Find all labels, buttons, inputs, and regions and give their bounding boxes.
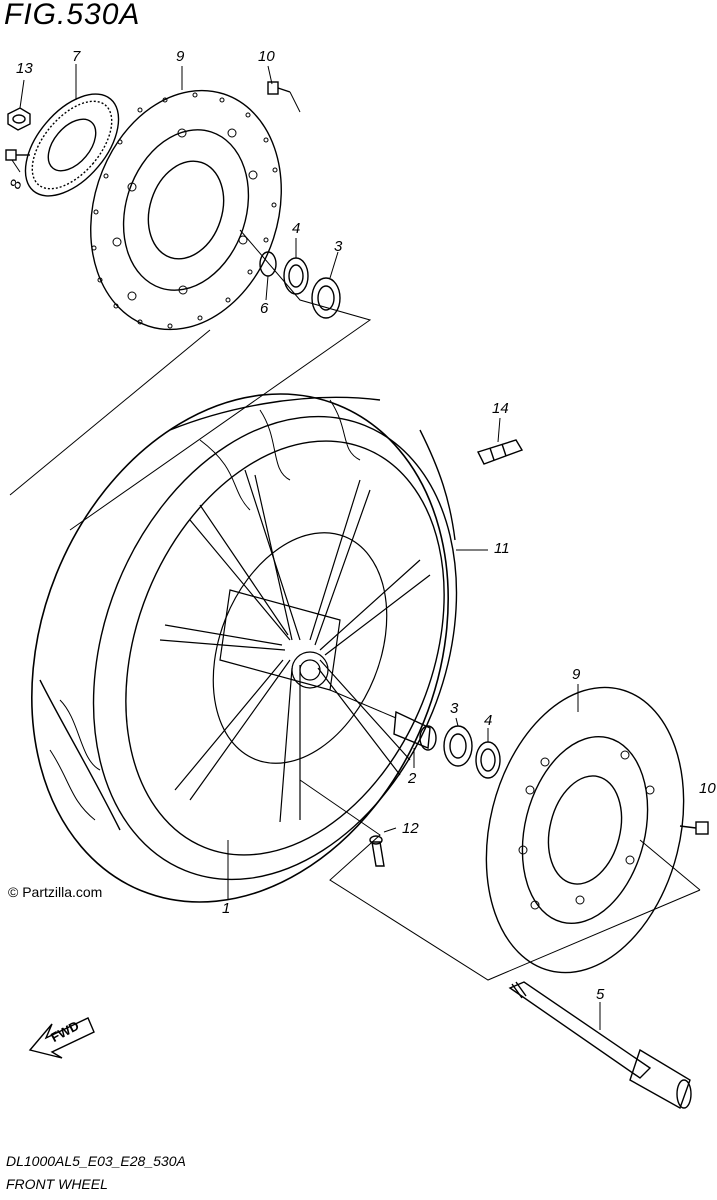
callout-14[interactable]: 14 bbox=[492, 400, 509, 417]
figure-name: FRONT WHEEL bbox=[6, 1176, 108, 1192]
guide-lines bbox=[9, 91, 372, 531]
nut-13 bbox=[7, 107, 31, 131]
callout-6[interactable]: 6 bbox=[260, 300, 269, 317]
callout-10[interactable]: 10 bbox=[258, 48, 275, 65]
wheel-rim-spokes bbox=[159, 469, 431, 823]
upper-brake-disc bbox=[90, 89, 282, 331]
bolt-10-upper bbox=[267, 81, 291, 95]
callout-9-lower[interactable]: 9 bbox=[572, 666, 581, 683]
figure-title: FIG.530A bbox=[4, 0, 141, 31]
watermark: © Partzilla.com bbox=[8, 884, 103, 900]
callout-13[interactable]: 13 bbox=[16, 60, 33, 77]
callout-4-lower[interactable]: 4 bbox=[484, 712, 493, 729]
lower-guide-lines bbox=[299, 779, 701, 981]
lower-brake-disc bbox=[485, 686, 685, 974]
front-axle-5 bbox=[508, 981, 692, 1110]
callout-3[interactable]: 3 bbox=[334, 238, 343, 255]
callout-12[interactable]: 12 bbox=[402, 820, 419, 837]
callout-7[interactable]: 7 bbox=[72, 48, 81, 65]
valve-12 bbox=[369, 835, 385, 867]
bolt-8 bbox=[5, 149, 30, 161]
callout-4[interactable]: 4 bbox=[292, 220, 301, 237]
callout-2[interactable]: 2 bbox=[408, 770, 417, 787]
callout-3-lower[interactable]: 3 bbox=[450, 700, 459, 717]
callout-10-lower[interactable]: 10 bbox=[699, 780, 716, 797]
front-tire bbox=[31, 393, 458, 903]
callout-1[interactable]: 1 bbox=[222, 900, 231, 917]
leader-lines bbox=[11, 64, 601, 1030]
tone-ring bbox=[24, 93, 120, 197]
lower-bearing-set bbox=[329, 689, 501, 779]
callout-9[interactable]: 9 bbox=[176, 48, 185, 65]
fwd-arrow-icon bbox=[28, 1017, 95, 1059]
callout-5[interactable]: 5 bbox=[596, 986, 605, 1003]
upper-disc-holes bbox=[91, 92, 278, 329]
callout-11[interactable]: 11 bbox=[494, 540, 510, 557]
figure-code: DL1000AL5_E03_E28_530A bbox=[6, 1153, 186, 1169]
weight-14 bbox=[477, 439, 524, 465]
bolt-10-lower bbox=[679, 821, 709, 835]
